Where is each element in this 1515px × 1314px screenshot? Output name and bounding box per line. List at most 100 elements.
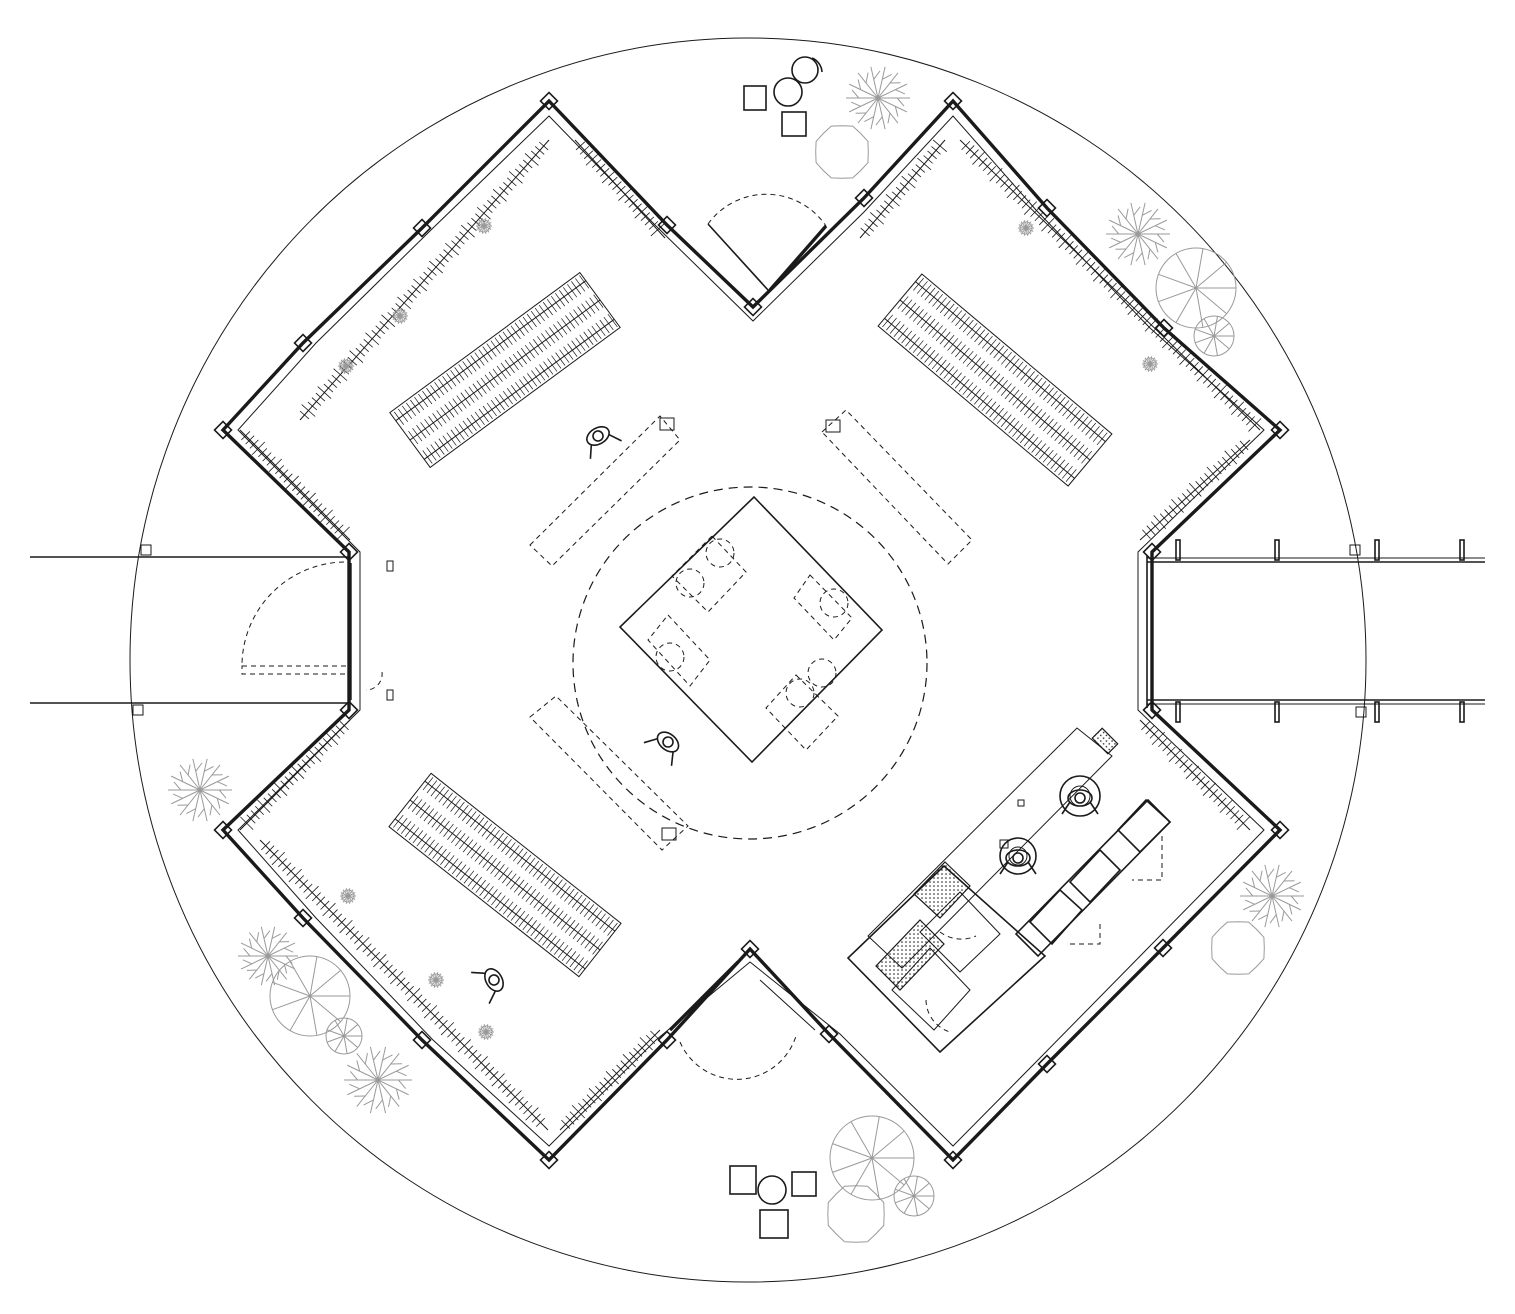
shelf-tick — [1239, 440, 1249, 451]
shelf-unit-tick — [506, 388, 518, 402]
shelf-unit-tick — [882, 314, 894, 328]
shelf-unit-tick — [498, 334, 509, 348]
shelf-tick — [1188, 482, 1202, 497]
shelf-tick — [907, 173, 918, 182]
shelf-unit-tick — [1012, 424, 1024, 437]
shelf-tick — [464, 1045, 474, 1055]
service-block — [846, 727, 1172, 1054]
shelf-unit-tick — [479, 882, 490, 896]
shelf-unit-tick — [897, 327, 909, 341]
shelf-tick — [480, 1062, 491, 1072]
shelf-unit-tick — [474, 352, 485, 366]
shelf-tick — [459, 231, 469, 240]
shelf-unit-tick — [506, 904, 518, 918]
shelf-tick — [271, 851, 285, 866]
shelf-unit-tick — [483, 886, 494, 900]
shelf-unit-tick — [943, 366, 955, 379]
shelf-tick — [582, 1098, 592, 1108]
shelf-tick — [297, 763, 307, 773]
shelf-unit-tick — [595, 913, 606, 927]
shelf-unit-tick — [430, 384, 441, 399]
shelf-unit-tick — [1073, 413, 1085, 426]
shelf-tick — [419, 276, 429, 285]
north-door — [707, 193, 828, 292]
shelf-tick — [917, 157, 932, 171]
shelf-tick — [1099, 274, 1109, 284]
shelf-unit-tick — [905, 333, 916, 347]
shelf-tick — [320, 900, 330, 910]
shelf-unit-tick — [502, 901, 514, 915]
shelf-unit-tick — [528, 341, 540, 356]
shelf-tick — [1189, 361, 1199, 372]
shelf-unit-tick — [583, 331, 594, 345]
shelf-unit-tick — [951, 372, 962, 386]
shelf-unit-tick — [981, 335, 993, 349]
shelf-tick — [390, 971, 404, 985]
shelf-unit-tick — [599, 319, 610, 334]
shelf-tick — [471, 217, 481, 227]
column — [1154, 318, 1174, 338]
shelf-unit-tick — [474, 848, 486, 862]
shelf-unit-rail — [394, 818, 586, 970]
shelf-unit-tick — [908, 337, 920, 350]
shelf-unit-tick — [537, 898, 548, 912]
column — [293, 908, 313, 928]
shelf-unit-tick — [1000, 414, 1012, 428]
shelf-tick — [503, 182, 513, 191]
shelf-tick — [249, 439, 259, 449]
shelf-tick — [444, 242, 459, 256]
shelf-tick — [300, 490, 310, 500]
shelf-tick — [349, 350, 364, 363]
shelf-unit-tick — [893, 324, 905, 337]
shelf-unit-tick — [591, 325, 602, 340]
shelf-unit-tick — [510, 325, 521, 339]
shelf-rail — [574, 139, 666, 239]
shelf-tick — [899, 182, 910, 191]
shelf-unit-tick — [416, 833, 428, 847]
shelf-tick — [278, 858, 288, 868]
shelf-unit-tick — [432, 413, 443, 427]
shelf-tick — [258, 448, 268, 458]
shelf-tick — [379, 960, 389, 970]
shelf-unit-tick — [974, 360, 985, 374]
shelf-tick — [972, 151, 986, 165]
shelf-tick — [257, 799, 271, 813]
shelf-unit-tick — [541, 333, 552, 347]
shelf-tick — [1058, 234, 1072, 249]
shelf-unit-tick — [397, 408, 409, 422]
shelf-tick — [1194, 366, 1204, 376]
shelf-tick — [421, 1002, 431, 1012]
shelf-tick — [240, 816, 254, 830]
shelf-tick — [923, 155, 933, 164]
shelf-unit-tick — [478, 408, 489, 423]
shelf-tick — [411, 285, 421, 294]
shelf-unit-tick — [466, 358, 477, 372]
shelf-unit-tick — [404, 824, 416, 838]
shelf-tick — [575, 141, 586, 151]
tree — [893, 1175, 935, 1217]
shelf-unit-tick — [997, 348, 1009, 362]
shelf-unit-tick — [545, 330, 556, 344]
shelf-tick — [1230, 810, 1240, 820]
shelf-tick — [323, 383, 334, 393]
shelf-tick — [876, 209, 886, 219]
shelf-tick — [371, 951, 381, 961]
shelf-tick — [901, 175, 916, 189]
shelf-unit-tick — [573, 309, 584, 323]
shelf-unit-tick — [438, 379, 449, 393]
shelf-tick — [596, 163, 606, 173]
shelf-tick — [335, 725, 345, 735]
shelf-unit-tick — [943, 334, 955, 348]
shelf-tick — [1103, 278, 1113, 288]
column — [412, 218, 432, 238]
shelf-unit-tick — [509, 876, 521, 890]
tree — [815, 125, 869, 179]
shelf-unit-tick — [559, 349, 570, 363]
shelf-tick — [1171, 498, 1184, 513]
shelf-unit-tick — [935, 328, 947, 342]
shelf-tick — [429, 260, 444, 274]
shelf-unit-tick — [993, 376, 1005, 390]
shelf-tick — [460, 224, 475, 238]
shelf-unit-tick — [985, 370, 997, 383]
shelf-unit-tick — [916, 312, 928, 326]
